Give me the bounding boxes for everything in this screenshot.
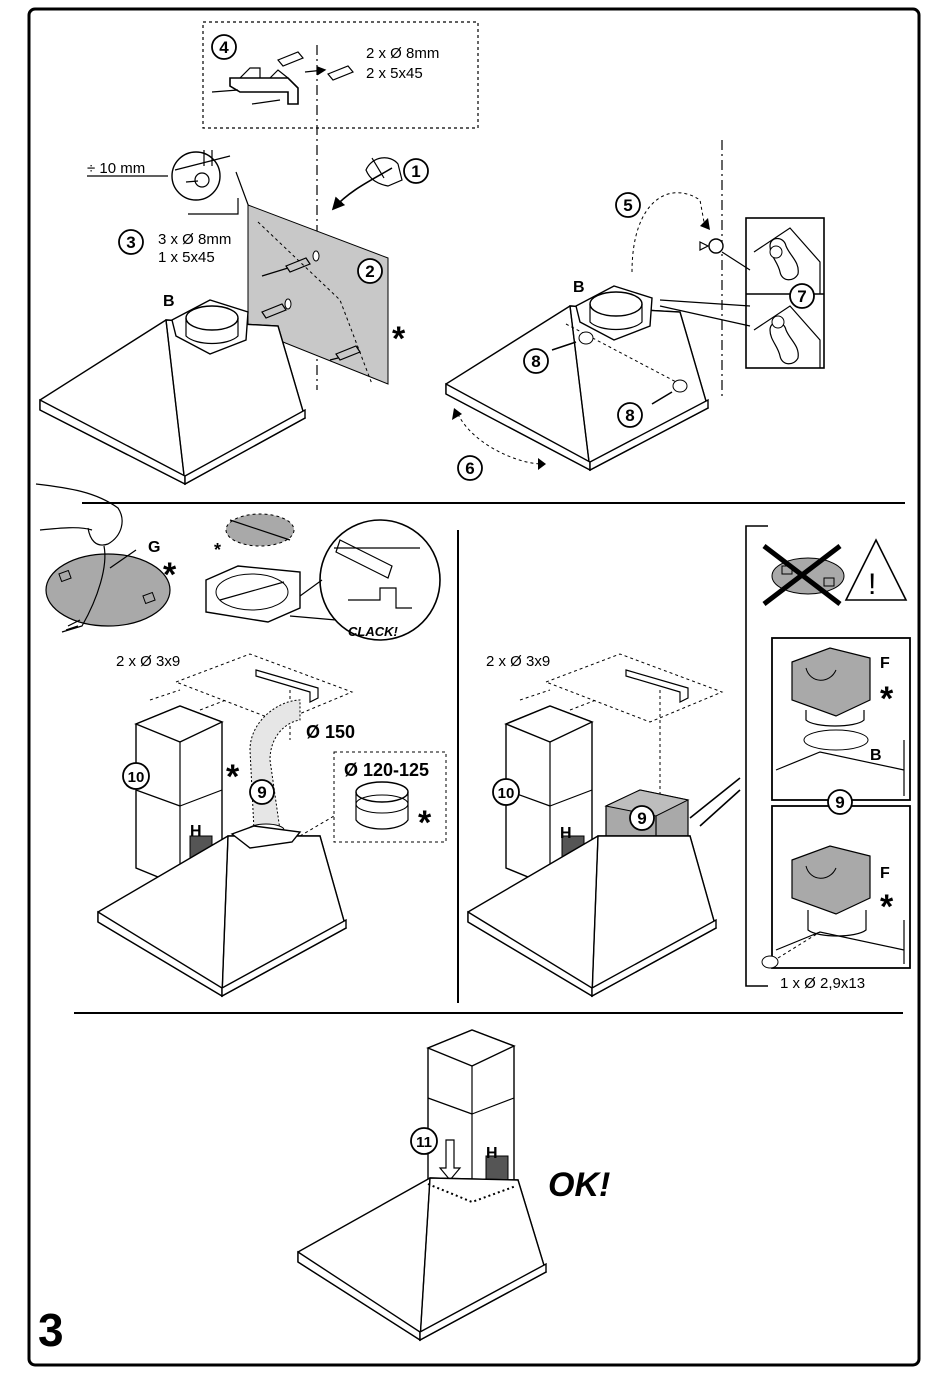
step-4: 4: [212, 35, 236, 59]
svg-text:5: 5: [623, 196, 632, 215]
label-h-right: H: [560, 825, 572, 842]
asterisk-wall: *: [392, 320, 406, 358]
filter-disk-g: [46, 550, 170, 626]
bracket-detail-box: [203, 22, 478, 128]
label-g: G: [148, 539, 160, 556]
hood-final: [298, 1178, 546, 1340]
panel-recirculation-version: 2 x Ø 3x9 H: [468, 653, 740, 996]
label-b-detail: B: [870, 747, 882, 764]
filter-screw-spec: 1 x Ø 2,9x13: [780, 975, 865, 992]
svg-text:10: 10: [498, 785, 515, 802]
svg-text:3: 3: [126, 233, 135, 252]
svg-text:8: 8: [531, 352, 540, 371]
step3-dowel-spec: 3 x Ø 8mm: [158, 231, 231, 248]
svg-text:2: 2: [365, 262, 374, 281]
svg-text:9: 9: [637, 809, 646, 828]
label-f-bottom: F: [880, 865, 890, 882]
label-b-top-left: B: [163, 293, 175, 310]
asterisk-chimney: *: [226, 758, 240, 796]
step-9-detail: 9: [828, 790, 852, 814]
svg-text:11: 11: [416, 1134, 432, 1151]
page-number: 3: [38, 1304, 64, 1356]
duct-150-label: Ø 150: [306, 722, 355, 742]
adapter-label: Ø 120-125: [344, 760, 429, 780]
step-8-lower: 8: [618, 403, 642, 427]
hood-mid-left: [98, 826, 346, 996]
clack-label: CLACK!: [348, 624, 398, 639]
asterisk-adapter: *: [418, 804, 432, 842]
flexible-duct: [248, 700, 300, 836]
svg-text:7: 7: [797, 287, 806, 306]
svg-text:6: 6: [465, 459, 474, 478]
svg-text:1: 1: [411, 162, 420, 181]
ceiling-bracket-right: [626, 670, 688, 800]
step-8-upper: 8: [524, 349, 548, 373]
ok-label: OK!: [548, 1166, 610, 1204]
wall-bracket: [212, 52, 353, 104]
step-6: 6: [458, 456, 482, 480]
step-5: 5: [616, 193, 640, 217]
step-11: 11: [411, 1128, 437, 1154]
svg-text:9: 9: [835, 793, 844, 812]
label-h-final: H: [486, 1145, 498, 1162]
chimney-screw-spec-right: 2 x Ø 3x9: [486, 653, 550, 670]
step-9-deflector: 9: [630, 806, 654, 830]
hanging-screw: [700, 239, 723, 253]
panel-final-assembly: H OK!: [298, 1030, 610, 1340]
chimney-screw-spec-left: 2 x Ø 3x9: [116, 653, 180, 670]
step-3: 3: [119, 230, 143, 254]
svg-text:9: 9: [257, 783, 266, 802]
step-9-duct: 9: [250, 780, 274, 804]
step-7: 7: [790, 284, 814, 308]
step4-screw-spec: 2 x 5x45: [366, 65, 423, 82]
asterisk-clack: *: [214, 540, 221, 560]
hood-top-left: [40, 300, 305, 484]
panel-deflector-details: ! F * B F * 1 x Ø 2,9x13: [746, 526, 910, 992]
step-10-right: 10: [493, 779, 519, 805]
asterisk-f-bottom: *: [880, 888, 894, 926]
svg-text:8: 8: [625, 406, 634, 425]
svg-text:10: 10: [128, 769, 145, 786]
label-f-top: F: [880, 655, 890, 672]
no-filter-warning: [764, 540, 906, 604]
hood-top-right: [446, 286, 708, 470]
step-2: 2: [358, 259, 382, 283]
label-h-left: H: [190, 823, 202, 840]
panel-wall-mounting: 2 x Ø 8mm 2 x 5x45 ÷ 10 mm: [40, 22, 478, 484]
clack-detail: [206, 514, 440, 640]
panel-ducted-version: G * * CLACK! 2 x Ø 3x9: [36, 484, 446, 996]
gap-label: ÷ 10 mm: [87, 160, 145, 177]
asterisk-f-top: *: [880, 680, 894, 718]
step3-screw-spec: 1 x 5x45: [158, 249, 215, 266]
label-b-top-right: B: [573, 279, 585, 296]
svg-text:4: 4: [219, 38, 229, 57]
deflector-detail-bottom: [762, 806, 910, 968]
step-10-left: 10: [123, 763, 149, 789]
asterisk-g: *: [163, 556, 177, 594]
warning-mark: !: [868, 568, 876, 601]
step-1: 1: [404, 159, 428, 183]
hood-mid-right: [468, 836, 716, 996]
step4-dowel-spec: 2 x Ø 8mm: [366, 45, 439, 62]
